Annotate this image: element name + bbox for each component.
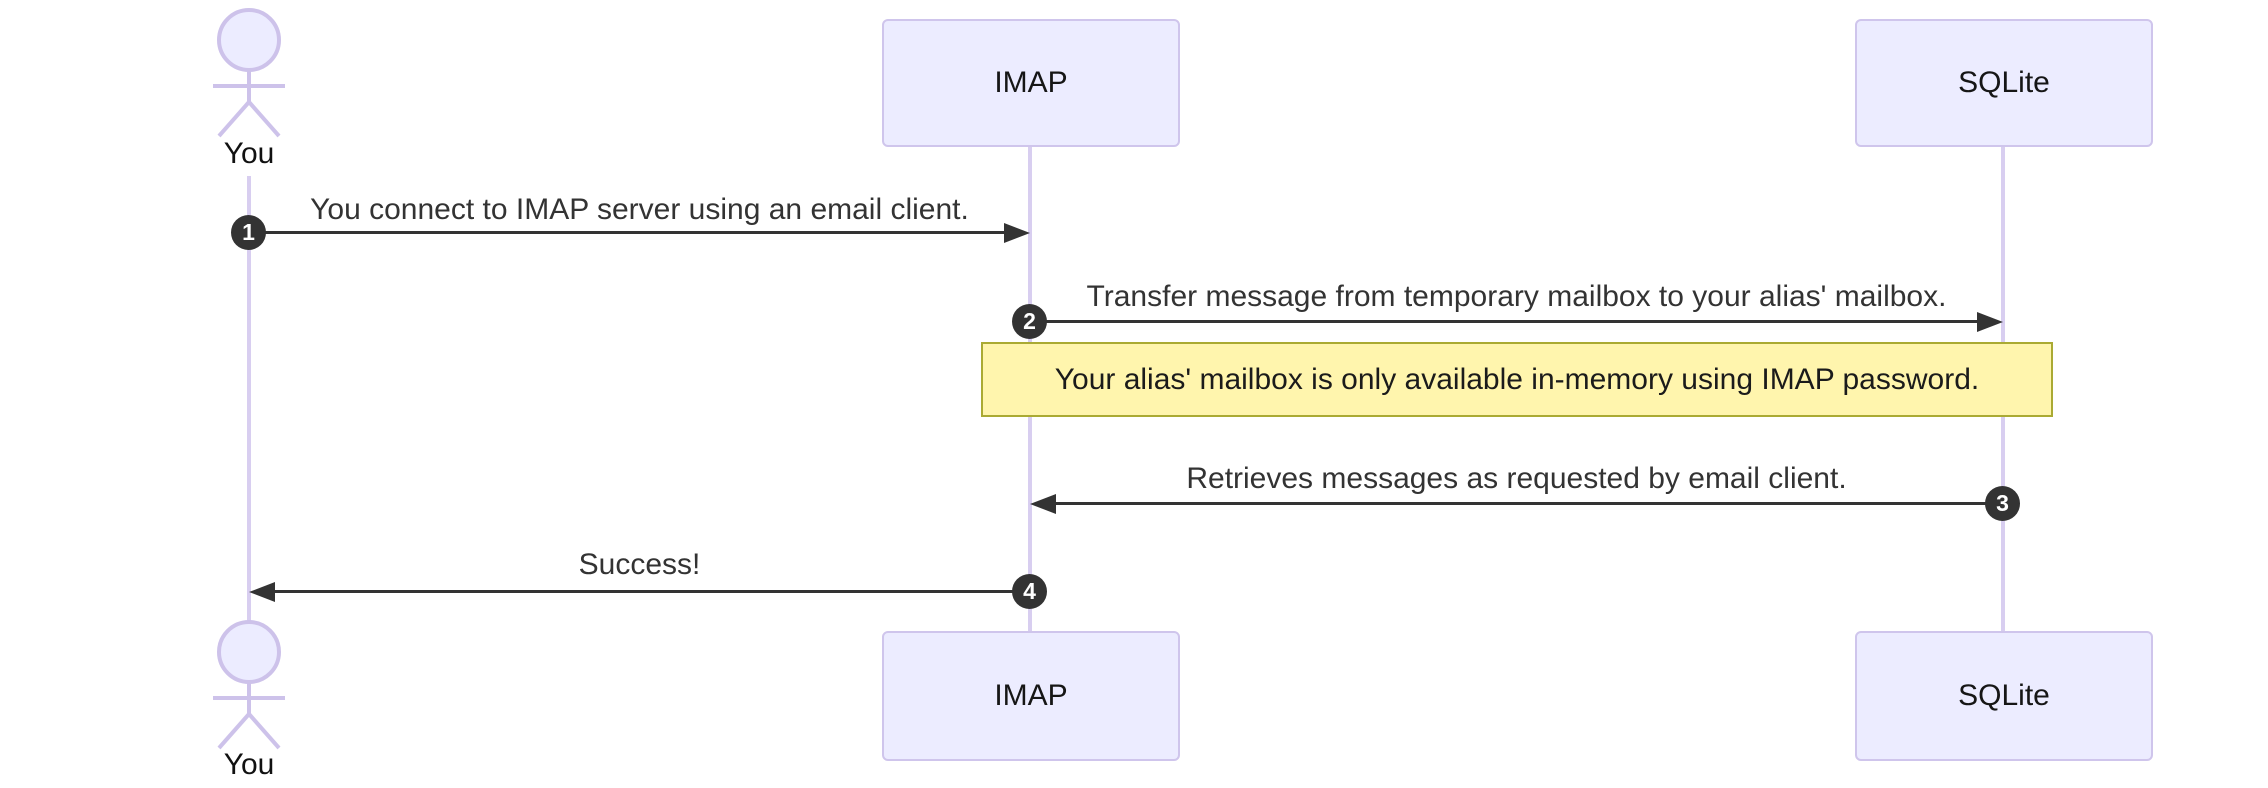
lifeline-you bbox=[247, 176, 251, 622]
message-1-seq-badge: 1 bbox=[231, 215, 266, 250]
actor-label-you-bottom: You bbox=[223, 748, 275, 781]
message-4-arrowhead-icon bbox=[249, 582, 275, 602]
note-over-imap-sqlite: Your alias' mailbox is only available in… bbox=[981, 342, 2053, 417]
note-text: Your alias' mailbox is only available in… bbox=[1054, 362, 1980, 396]
actor-label-you-top: You bbox=[223, 137, 275, 170]
message-1-label: You connect to IMAP server using an emai… bbox=[310, 193, 969, 226]
message-4-seq-badge: 4 bbox=[1012, 574, 1047, 609]
participant-label-imap-top: IMAP bbox=[994, 66, 1068, 99]
message-4-label: Success! bbox=[578, 548, 701, 581]
message-1-line bbox=[249, 231, 1008, 234]
message-3-seq-badge: 3 bbox=[1985, 486, 2020, 521]
participant-label-sqlite-bottom: SQLite bbox=[1958, 679, 2050, 712]
participant-box-imap-bottom: IMAP bbox=[882, 631, 1180, 761]
participant-label-sqlite-top: SQLite bbox=[1958, 66, 2050, 99]
message-2-line bbox=[1030, 320, 1981, 323]
message-4-line bbox=[271, 590, 1030, 593]
message-1-arrowhead-icon bbox=[1004, 223, 1030, 243]
participant-box-sqlite-top: SQLite bbox=[1855, 19, 2153, 147]
message-3-label: Retrieves messages as requested by email… bbox=[1186, 462, 1847, 495]
participant-box-sqlite-bottom: SQLite bbox=[1855, 631, 2153, 761]
message-2-seq-badge: 2 bbox=[1012, 304, 1047, 339]
participant-box-imap-top: IMAP bbox=[882, 19, 1180, 147]
message-2-arrowhead-icon bbox=[1977, 312, 2003, 332]
message-2-label: Transfer message from temporary mailbox … bbox=[1086, 280, 1947, 313]
message-3-line bbox=[1052, 502, 2003, 505]
actor-figure-you-top bbox=[213, 8, 285, 138]
participant-label-imap-bottom: IMAP bbox=[994, 679, 1068, 712]
message-3-arrowhead-icon bbox=[1030, 494, 1056, 514]
actor-figure-you-bottom bbox=[213, 620, 285, 750]
